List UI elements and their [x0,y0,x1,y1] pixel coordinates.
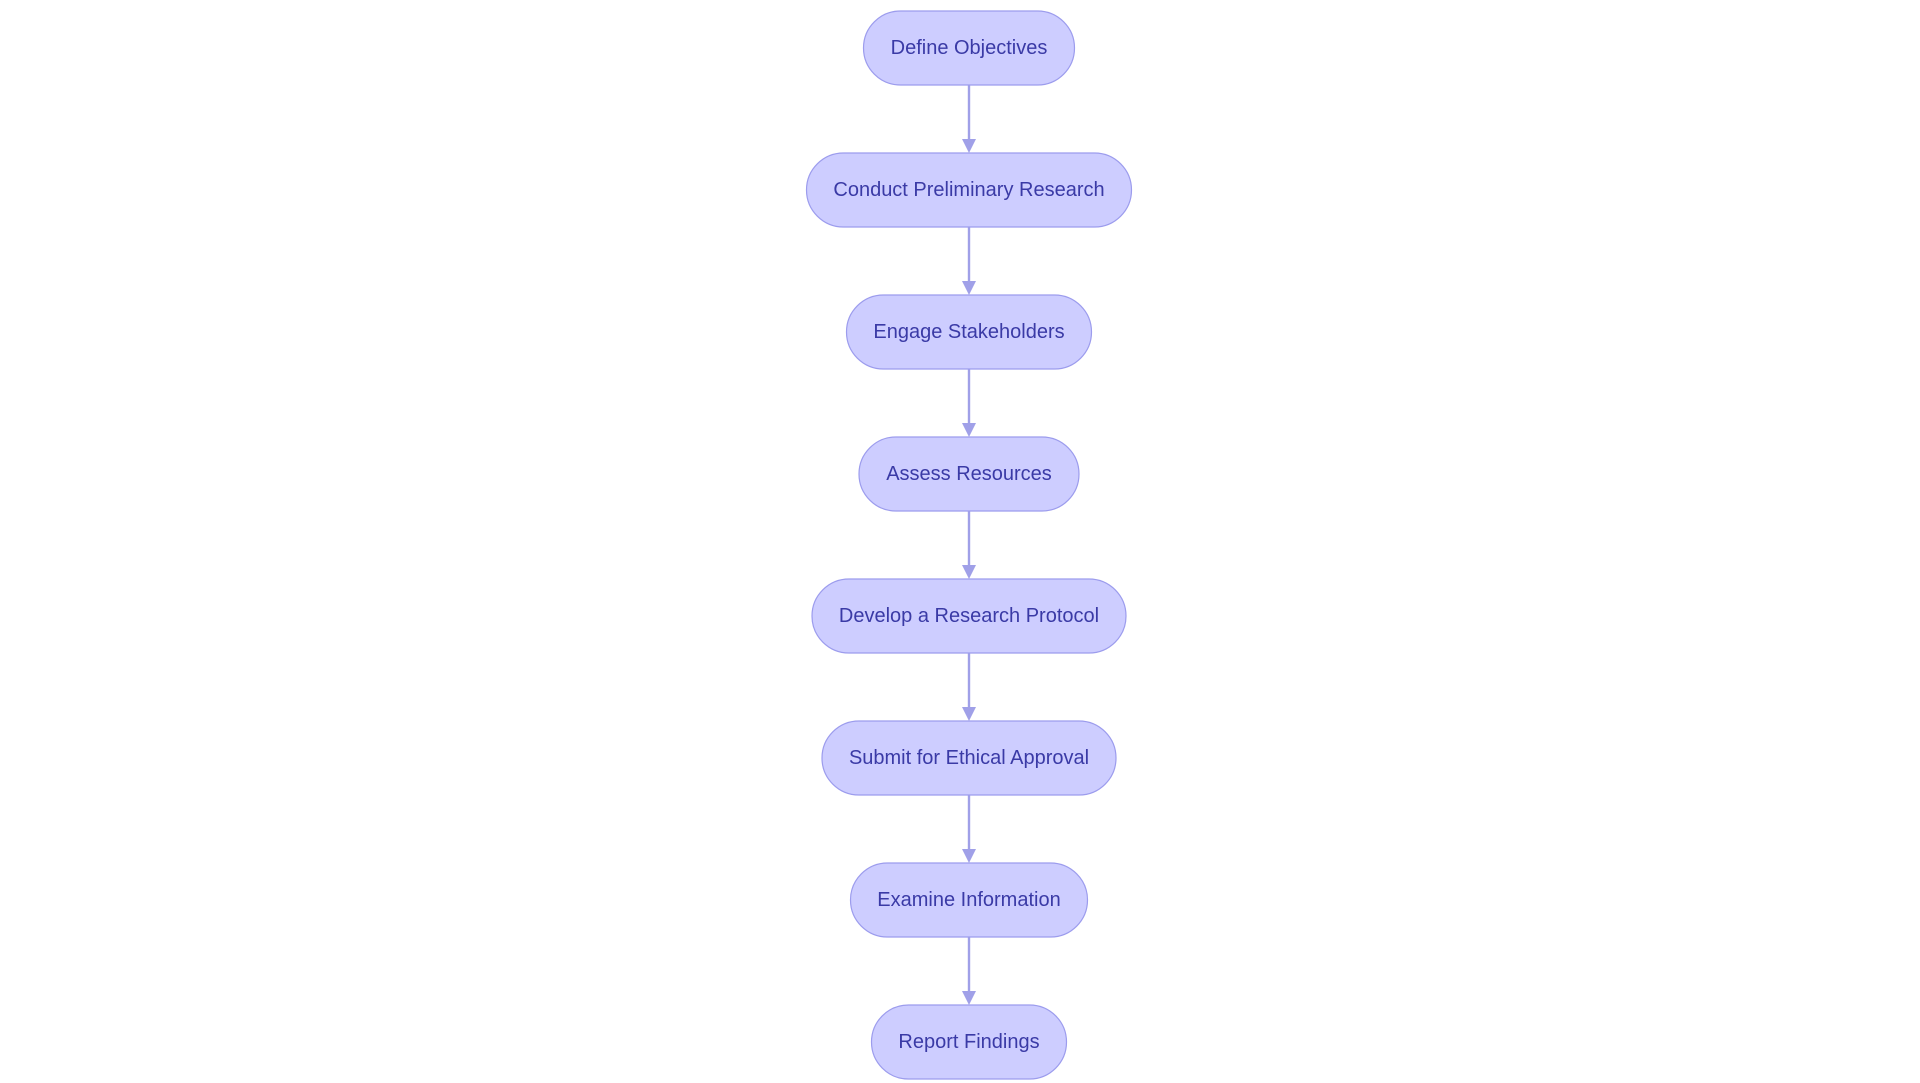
node-define-objectives: Define Objectives [862,10,1076,86]
edge-engage-stakeholders-to-assess-resources [962,369,976,437]
node-label: Conduct Preliminary Research [833,179,1104,201]
edge-define-objectives-to-conduct-preliminary-research [962,85,976,153]
node-shape [870,1004,1068,1080]
node-develop-research-protocol: Develop a Research Protocol [811,578,1127,654]
node-shape [805,152,1133,228]
node-shape [862,10,1076,86]
edge-develop-research-protocol-to-submit-ethical-approval [962,653,976,721]
node-label: Examine Information [877,889,1060,911]
node-engage-stakeholders: Engage Stakeholders [845,294,1093,370]
node-conduct-preliminary-research: Conduct Preliminary Research [805,152,1133,228]
node-shape [849,862,1089,938]
node-shape [821,720,1117,796]
node-report-findings: Report Findings [870,1004,1068,1080]
edge-examine-information-to-report-findings [962,937,976,1005]
node-shape [858,436,1080,512]
edges-layer [962,85,976,1005]
node-label: Define Objectives [891,37,1048,59]
node-label: Engage Stakeholders [873,321,1064,343]
node-submit-ethical-approval: Submit for Ethical Approval [821,720,1117,796]
node-assess-resources: Assess Resources [858,436,1080,512]
node-label: Develop a Research Protocol [839,605,1099,627]
arrowhead-icon [962,991,976,1005]
arrowhead-icon [962,707,976,721]
edge-conduct-preliminary-research-to-engage-stakeholders [962,227,976,295]
arrowhead-icon [962,565,976,579]
arrowhead-icon [962,423,976,437]
edge-assess-resources-to-develop-research-protocol [962,511,976,579]
node-examine-information: Examine Information [849,862,1089,938]
edge-submit-ethical-approval-to-examine-information [962,795,976,863]
node-shape [811,578,1127,654]
arrowhead-icon [962,281,976,295]
node-label: Assess Resources [886,463,1052,485]
arrowhead-icon [962,139,976,153]
node-shape [845,294,1093,370]
node-label: Report Findings [898,1031,1039,1053]
node-label: Submit for Ethical Approval [849,747,1089,769]
arrowhead-icon [962,849,976,863]
